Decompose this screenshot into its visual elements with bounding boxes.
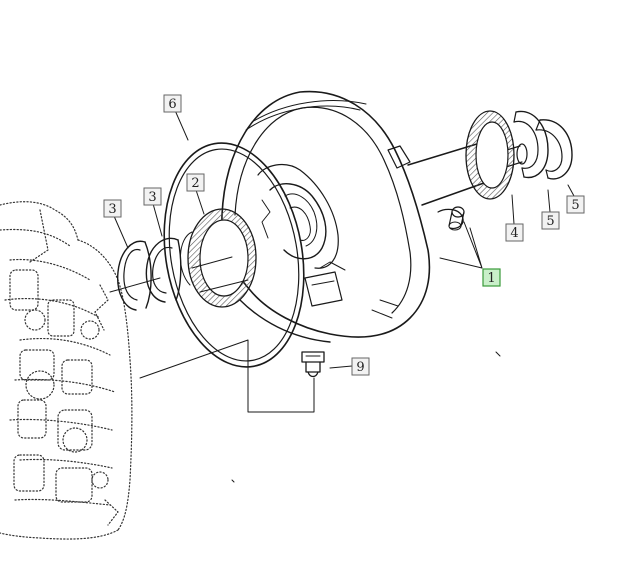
svg-text:4: 4 [510,226,518,241]
o-ring-6 [163,142,305,368]
snap-ring-5b [513,110,549,179]
seal-ring-2 [179,208,257,308]
svg-text:3: 3 [148,190,156,205]
snap-ring-5a [535,119,573,180]
callout-6: 6 [163,94,182,113]
snap-ring-3b [117,240,152,311]
ring-4 [465,110,515,200]
svg-text:5: 5 [546,214,554,229]
snap-ring-3a [145,237,182,303]
dowel-pin [448,206,465,231]
plug-9 [301,351,325,378]
callout-5-left: 5 [541,211,560,230]
callout-3-upper: 3 [143,187,162,206]
callout-4: 4 [505,223,524,242]
svg-text:6: 6 [168,97,176,112]
callout-9: 9 [351,357,370,376]
pump-housing [221,90,431,343]
svg-text:2: 2 [191,176,199,191]
callout-3-lower: 3 [103,199,122,218]
assembly-centerline [109,256,249,293]
svg-text:5: 5 [571,198,579,213]
transmission-housing-outline [0,201,133,540]
svg-text:9: 9 [356,360,364,375]
callout-1-highlighted[interactable]: 1 [482,268,501,287]
svg-text:3: 3 [108,202,116,217]
leader-lines [113,107,575,483]
callout-5-right: 5 [566,195,585,214]
svg-text:1: 1 [487,271,495,286]
callout-2: 2 [186,173,205,192]
